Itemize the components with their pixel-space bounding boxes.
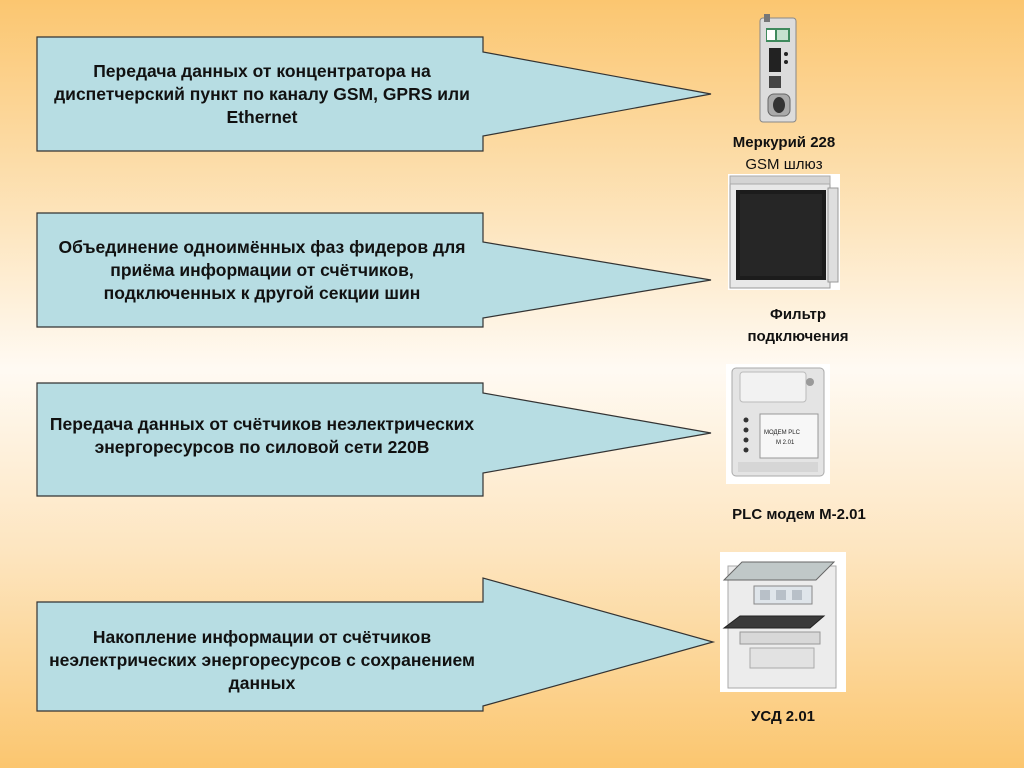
- device-type: подключения: [747, 328, 849, 345]
- device-label-version: М 2.01: [776, 440, 795, 446]
- connection-filter-icon: [728, 174, 840, 290]
- arrow-block-plc-transfer: Передача данных от счётчиков неэлектриче…: [36, 382, 712, 497]
- arrow-shape: [36, 382, 712, 497]
- device-name: PLC модем М-2.01: [732, 506, 866, 523]
- arrow-shape: [36, 36, 712, 152]
- arrow-block-phase-merge: Объединение одноимённых фаз фидеров для …: [36, 212, 712, 328]
- device-name: Фильтр: [770, 306, 826, 323]
- device-type: GSM шлюз: [745, 156, 823, 173]
- arrow-block-data-storage: Накопление информации от счётчиков неэле…: [36, 577, 716, 712]
- device-caption-plc: PLC модем М-2.01: [714, 504, 884, 526]
- usd-cabinet-icon: [720, 552, 846, 692]
- device-caption-filter: Фильтр подключения: [728, 304, 868, 348]
- device-name: Меркурий 228: [732, 134, 836, 151]
- arrow-block-gsm-transfer: Передача данных от концентратора на дисп…: [36, 36, 712, 152]
- row-description: Передача данных от концентратора на дисп…: [54, 60, 470, 127]
- device-caption-usd: УСД 2.01: [728, 706, 838, 728]
- plc-modem-icon: МОДЕМ PLC М 2.01: [726, 364, 830, 484]
- gsm-gateway-icon: [756, 14, 802, 124]
- device-label-model: МОДЕМ PLC: [764, 430, 800, 436]
- device-caption-gsm: Меркурий 228 GSM шлюз: [714, 132, 854, 176]
- arrow-shape: [36, 577, 716, 712]
- row-description: Объединение одноимённых фаз фидеров для …: [58, 236, 466, 303]
- row-description: Передача данных от счётчиков неэлектриче…: [49, 414, 475, 457]
- arrow-shape: [36, 212, 712, 328]
- row-description: Накопление информации от счётчиков неэле…: [49, 626, 475, 693]
- device-name: УСД 2.01: [750, 708, 815, 725]
